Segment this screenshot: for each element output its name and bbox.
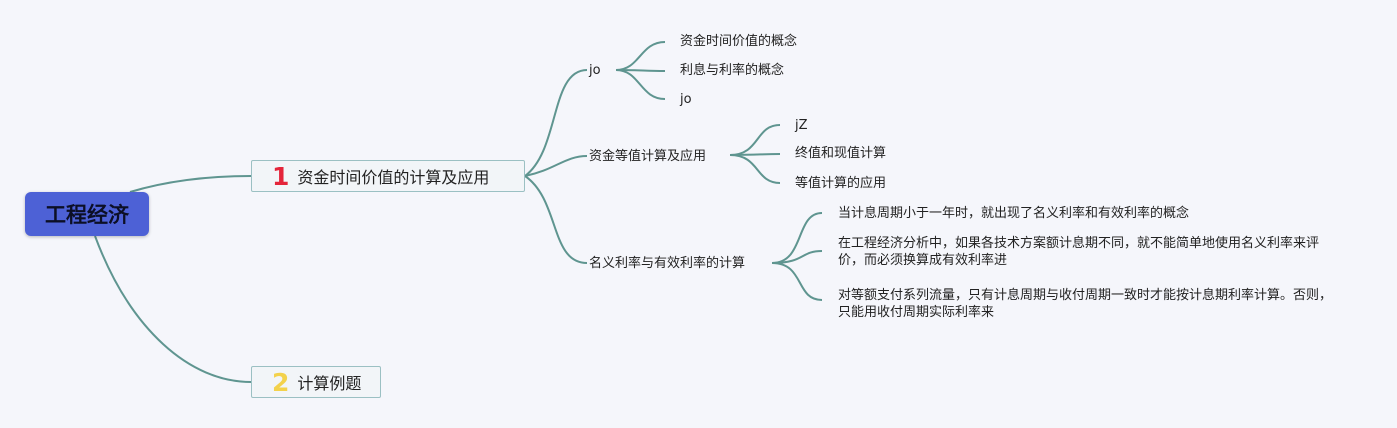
leaf-nominal-effective-concept[interactable]: 当计息周期小于一年时，就出现了名义利率和有效利率的概念: [838, 206, 1190, 221]
subtopic-jo[interactable]: jo: [589, 63, 601, 78]
connector: [524, 155, 588, 177]
connector: [729, 124, 781, 156]
branch-label-1: 资金时间价值的计算及应用: [297, 168, 490, 187]
subtopic-equivalent-calculation[interactable]: 资金等值计算及应用: [589, 149, 707, 164]
leaf-interest-rate-concept[interactable]: 利息与利率的概念: [680, 63, 785, 78]
leaf-jz[interactable]: jZ: [795, 118, 808, 133]
connector: [524, 175, 588, 264]
branch-label-2: 计算例题: [297, 374, 362, 393]
connector: [771, 212, 823, 264]
branch-node-1[interactable]: 1 资金时间价值的计算及应用: [251, 160, 525, 192]
connector: [615, 69, 666, 100]
connector: [524, 69, 588, 177]
leaf-future-present-value[interactable]: 终值和现值计算: [795, 146, 887, 161]
connector: [615, 41, 666, 71]
leaf-different-periods[interactable]: 在工程经济分析中，如果各技术方案额计息期不同，就不能简单地使用名义利率来评价，而…: [838, 236, 1320, 268]
connector: [729, 154, 781, 184]
leaf-equal-payment-series[interactable]: 对等额支付系列流量，只有计息周期与收付周期一致时才能按计息期利率计算。否则，只能…: [838, 288, 1333, 320]
branch-node-2[interactable]: 2 计算例题: [251, 366, 381, 398]
leaf-time-value-concept[interactable]: 资金时间价值的概念: [680, 34, 798, 49]
root-label: 工程经济: [45, 203, 129, 227]
leaf-equivalent-application[interactable]: 等值计算的应用: [795, 176, 887, 191]
branch-number-1: 1: [272, 161, 290, 191]
subtopic-nominal-effective-rate[interactable]: 名义利率与有效利率的计算: [589, 256, 746, 271]
leaf-jo[interactable]: jo: [680, 92, 692, 107]
connector: [129, 175, 252, 193]
connector: [771, 262, 823, 301]
root-node[interactable]: 工程经济: [25, 192, 149, 236]
branch-number-2: 2: [272, 367, 290, 397]
connector: [94, 235, 252, 383]
connector: [771, 250, 823, 264]
